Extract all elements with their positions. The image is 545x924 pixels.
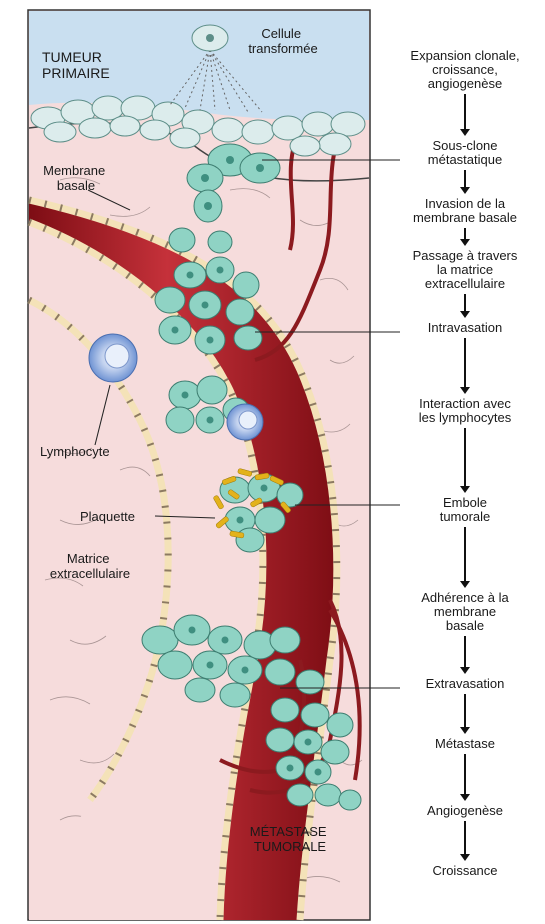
step-label: Adhérence à lamembranebasale <box>421 590 509 633</box>
step-arrowhead <box>460 727 470 734</box>
step-arrowhead <box>460 129 470 136</box>
label-plaquette: Plaquette <box>80 509 135 524</box>
step-arrowhead <box>460 239 470 246</box>
step-arrowhead <box>460 667 470 674</box>
step-label: Invasion de lamembrane basale <box>413 196 517 225</box>
step-arrowhead <box>460 486 470 493</box>
step-arrowhead <box>460 387 470 394</box>
step-label: Métastase <box>435 736 495 751</box>
step-arrowhead <box>460 794 470 801</box>
step-arrowhead <box>460 311 470 318</box>
lymphocyte-2 <box>227 404 263 440</box>
step-flow: Expansion clonale,croissance,angiogenèse… <box>410 48 519 878</box>
label-metastase-tumorale: MÉTASTASE TUMORALE <box>250 824 330 854</box>
lymphocyte-1 <box>89 334 137 382</box>
label-lymphocyte: Lymphocyte <box>40 444 110 459</box>
step-arrowhead <box>460 581 470 588</box>
step-arrowhead <box>460 187 470 194</box>
step-label: Emboletumorale <box>440 495 491 524</box>
step-label: Extravasation <box>426 676 505 691</box>
step-label: Intravasation <box>428 320 502 335</box>
label-tumeur-primaire: TUMEUR PRIMAIRE <box>42 49 110 81</box>
step-label: Passage à traversla matriceextracellulai… <box>413 248 518 291</box>
step-label: Expansion clonale,croissance,angiogenèse <box>410 48 519 91</box>
step-label: Angiogenèse <box>427 803 503 818</box>
step-label: Croissance <box>432 863 497 878</box>
step-arrowhead <box>460 854 470 861</box>
step-label: Sous-clonemétastatique <box>428 138 502 167</box>
step-label: Interaction avecles lymphocytes <box>419 396 512 425</box>
